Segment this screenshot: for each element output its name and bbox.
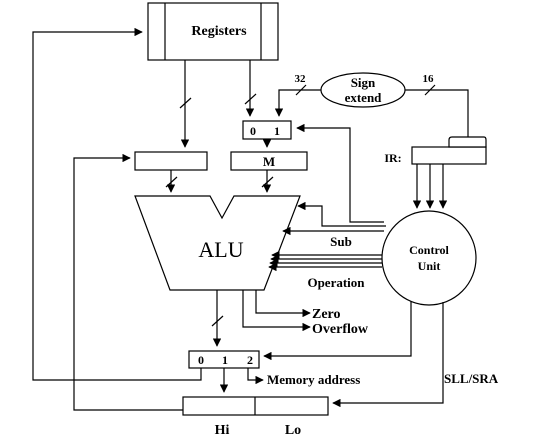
left-operand-latch: [134, 151, 208, 171]
control-label-2: Unit: [418, 259, 441, 273]
wire-feedback-registers: [32, 27, 202, 381]
control-unit: Control Unit: [381, 210, 477, 306]
wire-sll-sra: [332, 302, 444, 408]
mux-top-0: 0: [250, 124, 256, 138]
registers-label: Registers: [191, 24, 247, 39]
lo-label: Lo: [285, 423, 301, 438]
ir-register: IR:: [384, 136, 487, 165]
m-latch: [230, 151, 308, 171]
hi-lo-register: Hi Lo: [182, 396, 329, 438]
sign-extend-label-1: Sign: [351, 75, 376, 90]
ir-label: IR:: [384, 151, 401, 165]
mux-top-1: 1: [274, 124, 280, 138]
mux-bot-2: 2: [247, 353, 253, 367]
wire-ir-to-signext: [405, 89, 469, 140]
alu-label: ALU: [198, 237, 243, 262]
mux-bottom: 0 1 2: [188, 350, 260, 369]
overflow-label: Overflow: [312, 322, 369, 337]
width-16-label: 16: [423, 73, 435, 85]
wire-ctrl-to-mux-bottom: [263, 301, 412, 361]
wire-ctrl-to-alu-upper: [297, 201, 386, 227]
mux-bot-1: 1: [222, 353, 228, 367]
memory-address-label: Memory address: [267, 372, 360, 387]
width-32-label: 32: [295, 73, 307, 85]
wire-ctrl-to-mux-top: [296, 123, 384, 223]
zero-label: Zero: [312, 307, 341, 322]
control-label-1: Control: [409, 243, 449, 257]
registers-block: Registers: [147, 2, 279, 61]
sll-sra-label: SLL/SRA: [444, 371, 499, 386]
alu-block: ALU: [134, 195, 301, 291]
m-latch-label: M: [263, 154, 275, 169]
mux-top: 0 1: [242, 120, 292, 140]
wire-zero: [255, 290, 311, 318]
mux-bot-0: 0: [198, 353, 204, 367]
sub-label: Sub: [330, 234, 352, 249]
wire-memory-address: [247, 368, 264, 385]
operation-label: Operation: [307, 275, 365, 290]
wire-feedback-hilo: [73, 153, 183, 411]
wire-signext-to-mux: [274, 89, 321, 117]
sign-extend-label-2: extend: [345, 90, 383, 105]
wire-overflow: [242, 290, 311, 332]
hi-label: Hi: [215, 423, 230, 438]
sign-extend: Sign extend: [320, 72, 406, 108]
